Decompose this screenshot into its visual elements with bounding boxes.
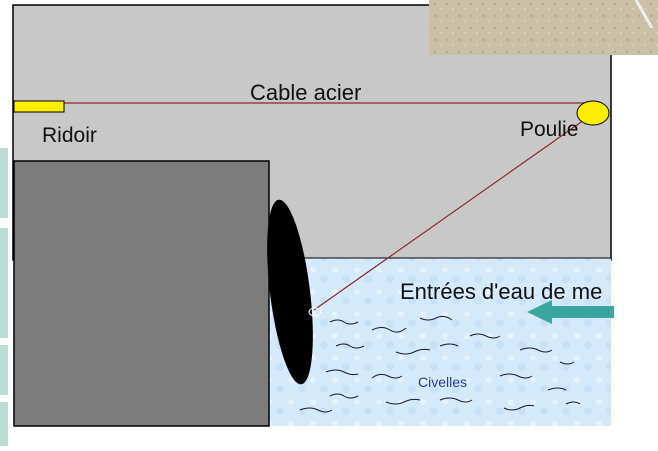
ridoir-label: Ridoir: [42, 124, 97, 147]
civelles-label: Civelles: [418, 374, 468, 390]
cable-label: Cable acier: [250, 80, 362, 105]
civelle: [565, 401, 581, 405]
slide-thumb-1: [0, 148, 8, 218]
civelle: [371, 373, 403, 379]
inset-photo-detail: [634, 0, 654, 29]
civelle: [439, 343, 459, 347]
civelle: [439, 397, 473, 403]
cable-to-flap: [313, 112, 595, 311]
inset-photo: [429, 0, 658, 55]
poulie-pulley: [576, 100, 610, 126]
civelle: [559, 361, 575, 365]
slide-thumb-3: [0, 345, 8, 395]
water-texture: [269, 258, 611, 426]
civelle: [503, 404, 535, 411]
civelle: [547, 387, 567, 391]
water-inflow-label: Entrées d'eau de me: [400, 279, 603, 304]
slide-thumb-2: [0, 228, 8, 338]
civelle: [499, 373, 533, 379]
water-inflow-arrow: [527, 300, 614, 324]
concrete-block: [13, 160, 270, 427]
flap-hook: [308, 307, 322, 317]
civelle: [325, 369, 359, 376]
civelle: [395, 348, 431, 355]
civelle: [419, 315, 453, 321]
civelle: [371, 327, 407, 333]
civelle: [469, 333, 501, 339]
civelle: [329, 393, 359, 399]
civelle: [299, 407, 333, 413]
poulie-label: Poulie: [520, 118, 579, 141]
civelle: [329, 319, 359, 325]
civelle: [519, 347, 553, 353]
flap: [267, 199, 313, 385]
civelle: [385, 398, 421, 405]
civelle: [335, 343, 365, 349]
ridoir-tensioner: [13, 100, 65, 113]
civelles-group: [299, 315, 581, 413]
slide-thumb-4: [0, 402, 8, 446]
